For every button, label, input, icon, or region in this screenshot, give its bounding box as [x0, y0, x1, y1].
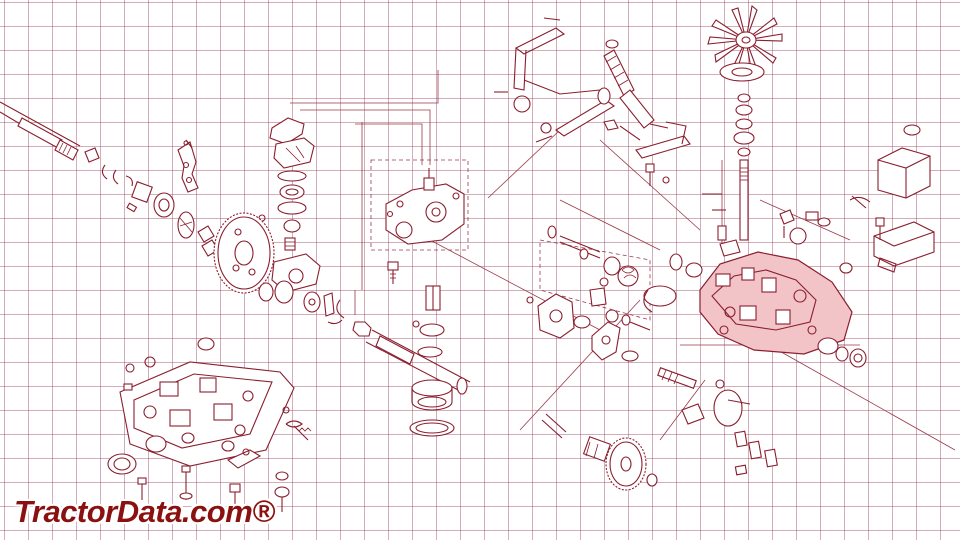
lower-loose-parts — [107, 406, 312, 512]
pulley-and-input-shaft — [702, 62, 765, 241]
middle-row-parts — [547, 225, 703, 331]
lower-case-half — [119, 337, 295, 467]
tractordata-watermark: TractorData.com® — [14, 494, 275, 529]
axle-seal-stack — [409, 285, 455, 437]
center-section — [526, 293, 639, 362]
damper-spring — [603, 39, 691, 186]
control-linkage — [494, 17, 641, 143]
brake-plates — [734, 430, 778, 476]
leader-lines — [290, 70, 956, 451]
right-cover-bracket — [779, 124, 935, 274]
pump-bolt — [387, 261, 399, 284]
output-axle — [352, 321, 471, 395]
lower-gear-train — [541, 367, 751, 491]
large-spur-gear — [213, 212, 275, 294]
differential-parts-stack — [258, 117, 345, 325]
pump-housing — [385, 168, 465, 245]
transaxle-housing — [699, 239, 867, 368]
input-shaft — [0, 101, 81, 161]
shaft-small-parts — [84, 139, 266, 257]
